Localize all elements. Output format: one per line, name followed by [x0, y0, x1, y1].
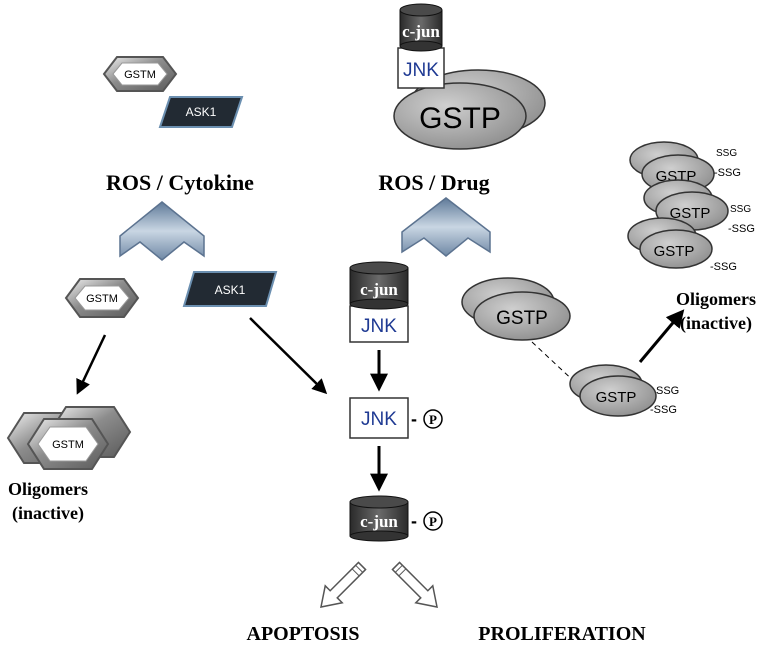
ssg-label-a: SSG	[656, 385, 679, 397]
pjnk-dash: -	[411, 409, 417, 429]
phospho-circle-jnk	[423, 409, 443, 429]
gstm-oligomer: GSTM	[6, 406, 132, 470]
inactive-right-label: (inactive)	[680, 313, 752, 334]
phospho-circle-cjun	[423, 511, 443, 531]
pjnk-box	[349, 397, 409, 439]
gstm-free-label: GSTM	[86, 293, 118, 305]
ask1-parallelogram	[158, 96, 244, 128]
apoptosis-label: APOPTOSIS	[247, 623, 360, 645]
cjun-top-label: c-jun	[402, 22, 440, 41]
gstp-ssg-label: GSTP	[596, 389, 637, 406]
ssg-olig-1b: -SSG	[714, 167, 741, 179]
gstm-oligomer-label: GSTM	[52, 439, 84, 451]
jnk-top-label: JNK	[403, 60, 439, 81]
ssg-olig-2b: -SSG	[728, 223, 755, 235]
inactive-left-label: (inactive)	[12, 503, 84, 524]
cjun-mid-label: c-jun	[360, 280, 398, 299]
gstp-dimer: GSTP	[461, 277, 571, 341]
gstp-top-label: GSTP	[419, 102, 501, 135]
ask1-free-parallelogram	[182, 271, 278, 307]
hollow-arrow-apoptosis	[320, 561, 367, 608]
arrow-ssg-to-oligomers	[638, 309, 685, 363]
ssg-olig-1a: SSG	[716, 148, 737, 159]
gstp-oligomer: GSTP SSG -SSG GSTP SSG -SSG GSTP -SSG	[627, 141, 755, 273]
pcjun-dash: -	[411, 511, 417, 531]
gstp-olig-label-2: GSTP	[670, 205, 711, 222]
ask1-free-label: ASK1	[215, 283, 246, 297]
ssg-olig-3b: -SSG	[710, 261, 737, 273]
pcjun-label: c-jun	[360, 512, 398, 531]
ssg-olig-2a: SSG	[730, 204, 751, 215]
phospho-label-jnk: P	[429, 412, 437, 427]
gstm-label: GSTM	[124, 69, 156, 81]
oligomers-left-label: Oligomers	[8, 479, 88, 499]
gstm-ask1-complex: GSTM ASK1	[102, 56, 244, 128]
arrow-ask1-to-jnk	[249, 317, 328, 395]
ask1-label: ASK1	[186, 105, 217, 119]
gstp-ssg: GSTP SSG -SSG	[569, 364, 679, 417]
ssg-label-b: -SSG	[650, 404, 677, 416]
dashed-arrow-glutathionylation	[531, 341, 579, 386]
split-chevron-right	[401, 197, 491, 257]
ros-cytokine-label: ROS / Cytokine	[106, 170, 254, 195]
cjun-jnk-complex: JNK c-jun	[349, 261, 409, 343]
jnk-mid-label: JNK	[361, 316, 397, 337]
cjun-jnk-gstp-complex: GSTP JNK c-jun	[393, 3, 546, 150]
arrow-gstm-to-oligomer	[76, 334, 107, 395]
pcjun-cylinder: c-jun	[349, 495, 409, 542]
split-chevron-left	[119, 201, 205, 261]
hollow-arrow-proliferation	[391, 561, 438, 608]
phospho-label-cjun: P	[429, 514, 437, 529]
proliferation-label: PROLIFERATION	[478, 623, 646, 645]
ros-drug-label: ROS / Drug	[378, 170, 489, 195]
gstp-dimer-label: GSTP	[496, 308, 548, 329]
gstp-olig-label-3: GSTP	[654, 243, 695, 260]
pjnk-label: JNK	[361, 409, 397, 430]
oligomers-right-label: Oligomers	[676, 289, 756, 309]
